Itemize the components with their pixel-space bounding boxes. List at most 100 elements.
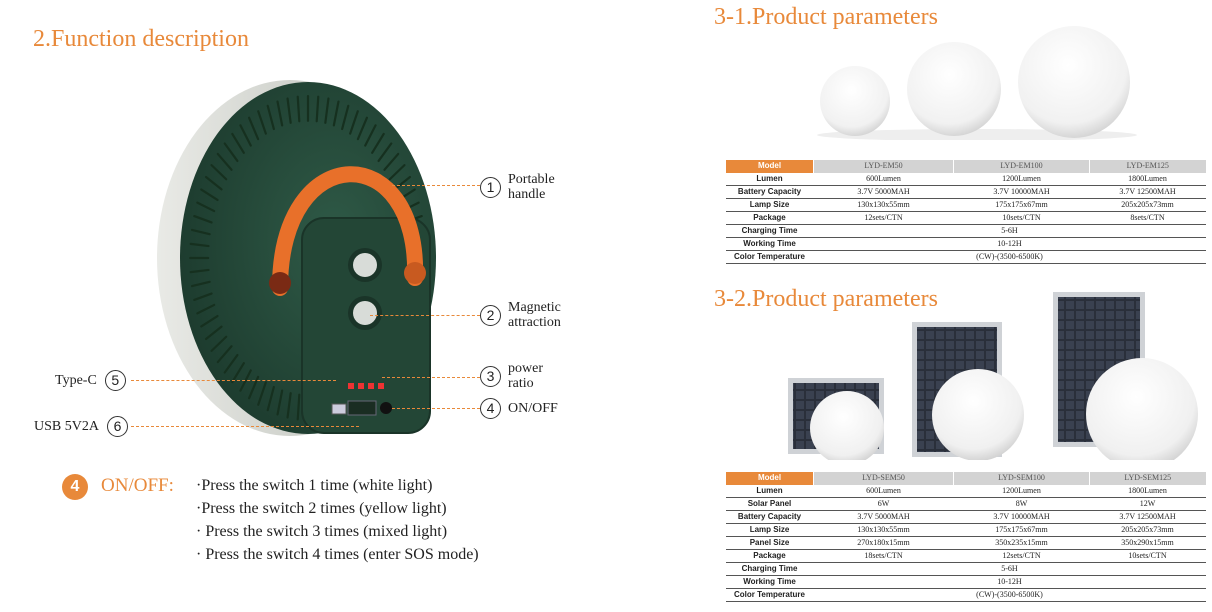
table-header-model: Model bbox=[725, 160, 814, 173]
vent-slot bbox=[231, 132, 245, 154]
vent-slot bbox=[332, 100, 340, 127]
vent-slot bbox=[257, 381, 267, 406]
product-parameters-table-2: Model LYD-SEM50 LYD-SEM100 LYD-SEM125 Lu… bbox=[725, 472, 1206, 602]
product-parameters-title-2: 3-2.Product parameters bbox=[714, 286, 938, 312]
table-cell: 10sets/CTN bbox=[1089, 549, 1206, 563]
callout-type-c: Type-C 5 bbox=[55, 370, 126, 391]
callout-line-onoff bbox=[392, 408, 480, 409]
product-parameters-table-1: Model LYD-EM50 LYD-EM100 LYD-EM125 Lumen… bbox=[725, 160, 1206, 264]
vent-slot bbox=[364, 124, 377, 147]
table-row: Color Temperature(CW)-(3500-6500K) bbox=[725, 250, 1206, 264]
vent-slot bbox=[189, 268, 210, 274]
table-cell: 12sets/CTN bbox=[953, 549, 1090, 563]
vent-slot bbox=[196, 303, 216, 315]
table-cell: 270x180x15mm bbox=[813, 536, 954, 550]
vent-slot bbox=[190, 228, 211, 236]
callout-onoff: 4 ON/OFF bbox=[480, 398, 558, 419]
vent-slot bbox=[276, 100, 284, 127]
vent-slot bbox=[189, 242, 210, 248]
row-label: Working Time bbox=[725, 575, 814, 589]
callout-line-power-ratio bbox=[382, 377, 480, 378]
vent-slot bbox=[296, 393, 301, 421]
vent-slot bbox=[349, 110, 359, 135]
solar-lamp-product-photo bbox=[788, 292, 1198, 460]
row-label: Package bbox=[725, 211, 814, 225]
table-header: LYD-SEM100 bbox=[953, 472, 1090, 485]
callout-portable-handle: 1 Portable handle bbox=[480, 172, 555, 202]
callout-line-handle bbox=[392, 185, 480, 186]
vent-slot bbox=[210, 335, 228, 352]
vent-slot bbox=[388, 164, 406, 181]
table-row: Color Temperature(CW)-(3500-6500K) bbox=[725, 588, 1206, 602]
table-cell: 130x130x55mm bbox=[813, 198, 954, 212]
vent-slot bbox=[231, 362, 245, 384]
table-cell: 130x130x55mm bbox=[813, 523, 954, 537]
vent-slot bbox=[216, 345, 233, 364]
callout-number: 6 bbox=[106, 416, 128, 437]
product-parameters-title-1: 3-1.Product parameters bbox=[714, 4, 938, 30]
lamp-device-illustration bbox=[157, 80, 436, 436]
vent-slot bbox=[200, 188, 219, 202]
onoff-instruction-3: · Press the switch 3 times (mixed light) bbox=[196, 523, 448, 540]
vent-slot bbox=[341, 104, 350, 131]
table-cell: 8sets/CTN bbox=[1089, 211, 1206, 225]
table-cell: 205x205x73mm bbox=[1089, 523, 1206, 537]
callout-number: 3 bbox=[480, 365, 501, 387]
table-cell: 3.7V 10000MAH bbox=[953, 185, 1090, 199]
callout-label: Portable bbox=[508, 172, 555, 187]
vent-slot bbox=[266, 104, 275, 131]
row-label: Battery Capacity bbox=[725, 510, 814, 524]
onoff-instruction-1: ·Press the switch 1 time (white light) bbox=[196, 477, 433, 494]
vent-slot bbox=[193, 292, 213, 302]
vent-slot bbox=[193, 214, 213, 224]
row-label: Battery Capacity bbox=[725, 185, 814, 199]
table-cell: (CW)-(3500-6500K) bbox=[813, 250, 1206, 264]
vent-slot bbox=[356, 116, 368, 141]
table-cell: 10-12H bbox=[813, 575, 1206, 589]
row-label: Package bbox=[725, 549, 814, 563]
onoff-instruction-2: ·Press the switch 2 times (yellow light) bbox=[196, 500, 447, 517]
table-cell: 1800Lumen bbox=[1089, 484, 1206, 498]
onoff-number-badge: 4 bbox=[62, 474, 88, 500]
table-cell: 205x205x73mm bbox=[1089, 198, 1206, 212]
row-label: Panel Size bbox=[725, 536, 814, 550]
onoff-title: ON/OFF: bbox=[101, 475, 174, 496]
vent-slot bbox=[204, 175, 223, 191]
vent-slot bbox=[223, 353, 239, 374]
vent-slot bbox=[383, 152, 400, 171]
row-label: Color Temperature bbox=[725, 250, 814, 264]
callout-label: Magnetic bbox=[508, 300, 561, 315]
table-header: LYD-EM125 bbox=[1089, 160, 1206, 173]
vent-slot bbox=[393, 175, 412, 191]
table-cell: 1800Lumen bbox=[1089, 172, 1206, 186]
row-label: Color Temperature bbox=[725, 588, 814, 602]
vent-slot bbox=[196, 201, 216, 213]
vent-slot bbox=[216, 152, 233, 171]
callout-number: 2 bbox=[480, 304, 501, 326]
callout-number: 5 bbox=[104, 370, 126, 391]
table-header: LYD-SEM125 bbox=[1089, 472, 1206, 485]
vent-slot bbox=[200, 314, 219, 328]
vent-slot bbox=[296, 95, 301, 123]
callout-label: attraction bbox=[508, 315, 561, 330]
callout-label: ON/OFF bbox=[508, 401, 558, 416]
onoff-instruction-4: · Press the switch 4 times (enter SOS mo… bbox=[196, 546, 479, 563]
table-cell: 600Lumen bbox=[813, 172, 954, 186]
vent-slot bbox=[286, 392, 292, 419]
vent-slot bbox=[204, 325, 223, 341]
table-cell: 5-6H bbox=[813, 562, 1206, 576]
callout-number: 4 bbox=[480, 398, 501, 419]
callout-label: ratio bbox=[508, 376, 534, 391]
table-header: LYD-SEM50 bbox=[813, 472, 954, 485]
callout-label: USB 5V2A bbox=[34, 419, 99, 434]
